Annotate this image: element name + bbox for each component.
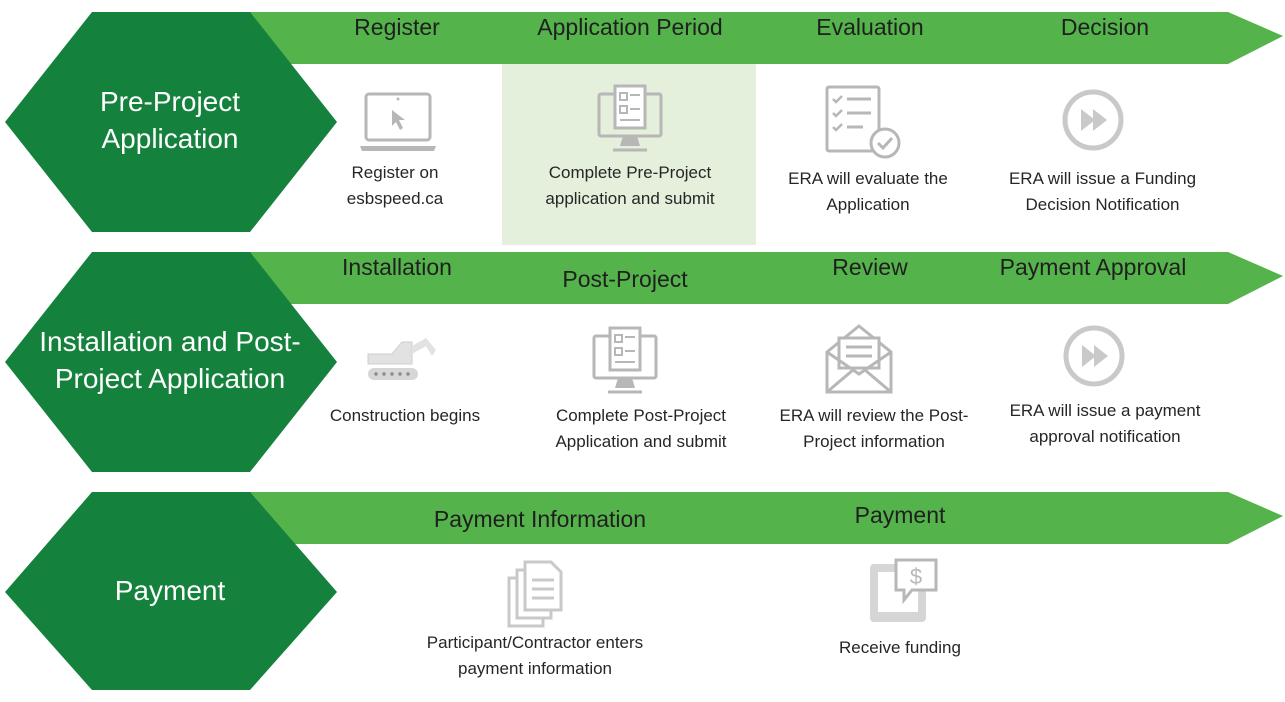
step-description: Receive funding — [839, 638, 961, 657]
hexagon-shape — [5, 12, 337, 232]
svg-text:$: $ — [910, 564, 922, 589]
step-title: Payment — [854, 502, 946, 528]
step-title: Payment Information — [433, 506, 647, 532]
step-description: ERA will evaluate the Application — [788, 169, 948, 214]
checklist-icon — [825, 85, 901, 159]
computer-form-icon — [597, 84, 663, 152]
row-installation: Installation and Post-Project Applicatio… — [0, 240, 1285, 480]
computer-form-icon — [592, 326, 658, 394]
step-title: Review — [832, 254, 908, 280]
documents-icon — [507, 560, 563, 628]
row-banner-arrow — [150, 252, 1283, 304]
row-hexagon — [5, 252, 337, 472]
laptop-cursor-icon — [360, 92, 436, 151]
fast-forward-icon — [1062, 89, 1124, 151]
step-description: Complete Pre-Project application and sub… — [545, 163, 715, 208]
row-hexagon — [5, 12, 337, 232]
step-description: Participant/Contractor enters payment in… — [426, 633, 644, 678]
hexagon-shape — [5, 492, 337, 690]
banner-shape — [150, 12, 1283, 64]
step-title: Register — [354, 14, 440, 40]
step-title: Decision — [1060, 14, 1150, 40]
open-envelope-icon — [825, 324, 893, 394]
step-description: ERA will issue a Funding Decision Notifi… — [1008, 169, 1197, 214]
step-description: Construction begins — [329, 406, 481, 425]
step-title: Post-Project — [562, 266, 688, 292]
step-title: Evaluation — [816, 14, 924, 40]
row-banner-arrow — [150, 12, 1283, 64]
hexagon-shape — [5, 252, 337, 472]
fast-forward-icon — [1063, 325, 1125, 387]
row-label: Payment — [114, 574, 226, 606]
step-title: Application Period — [537, 14, 723, 40]
row-label: Pre-Project Application — [99, 86, 241, 154]
banner-shape — [150, 492, 1283, 544]
row-hexagon — [5, 492, 337, 690]
payment-tablet-icon: $ — [870, 558, 938, 622]
row-pre-project: Pre-Project Application Register Applica… — [0, 0, 1285, 245]
row-banner-arrow — [150, 492, 1283, 544]
row-label: Installation and Post-Project Applicatio… — [39, 326, 301, 394]
step-description: Complete Post-Project Application and su… — [555, 406, 727, 451]
step-description: Register on esbspeed.ca — [346, 163, 444, 208]
step-description: ERA will issue a payment approval notifi… — [1009, 401, 1201, 446]
banner-shape — [150, 252, 1283, 304]
excavator-icon — [367, 338, 436, 380]
step-title: Installation — [342, 254, 452, 280]
row-payment: Payment Payment Information Payment $ Pa… — [0, 480, 1285, 700]
step-description: ERA will review the Post-Project informa… — [779, 406, 969, 451]
step-title: Payment Approval — [999, 254, 1187, 280]
